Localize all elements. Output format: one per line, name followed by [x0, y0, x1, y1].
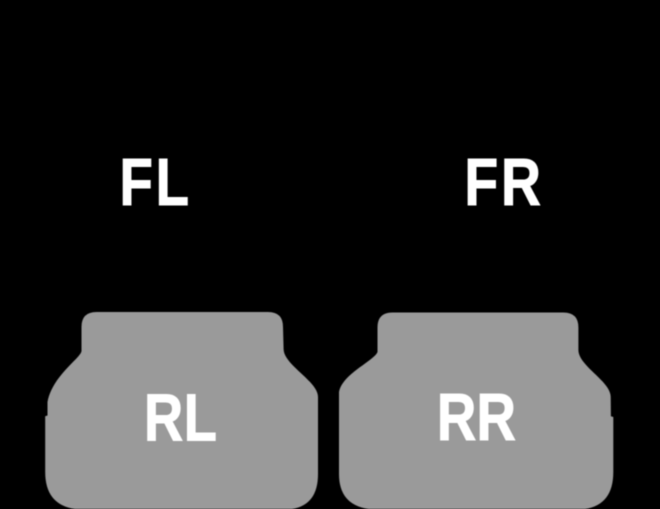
svg-text:FR: FR — [464, 145, 543, 220]
svg-text:FL: FL — [119, 145, 191, 220]
svg-text:RR: RR — [437, 380, 516, 455]
svg-text:RL: RL — [144, 380, 218, 455]
